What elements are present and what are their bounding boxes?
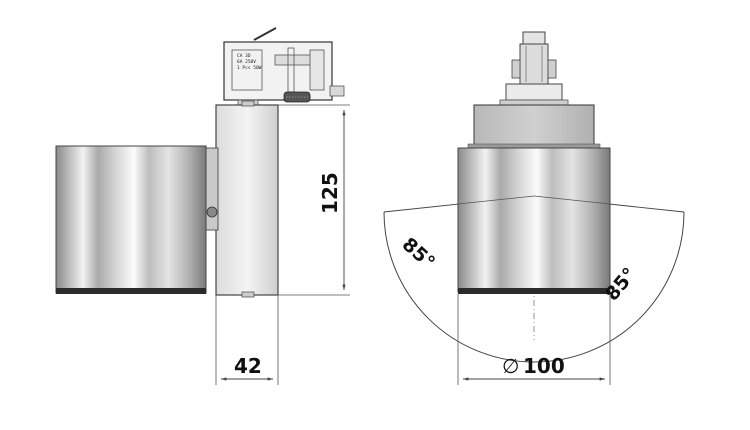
front-adapter-top bbox=[522, 31, 546, 45]
lamp-body-side bbox=[55, 145, 207, 294]
front-adapter-side-right bbox=[547, 59, 557, 79]
front-adapter-side-left bbox=[511, 59, 521, 79]
width-dimension-label: 42 bbox=[234, 354, 262, 378]
adapter-clip bbox=[309, 49, 325, 91]
adapter-contact bbox=[274, 54, 312, 66]
lamp-bottom-ring-side bbox=[56, 288, 206, 294]
front-housing bbox=[473, 104, 595, 148]
front-adapter-flange bbox=[499, 99, 569, 106]
adapter-end-tab bbox=[329, 85, 345, 97]
adapter-lever bbox=[253, 27, 277, 41]
front-adapter bbox=[499, 31, 569, 106]
diameter-symbol: ∅ bbox=[502, 354, 519, 378]
track-adapter: CA 3D 6A 250V 1 Pcs 50W bbox=[223, 27, 345, 106]
lamp-bottom-ring-front bbox=[458, 288, 610, 294]
adapter-label-panel bbox=[231, 49, 263, 91]
tilt-screw bbox=[206, 206, 218, 218]
plate-bottom-tab bbox=[241, 291, 255, 298]
beam-angle-left-label: 85° bbox=[398, 233, 439, 273]
mounting-bracket bbox=[205, 147, 219, 231]
height-dimension-label: 125 bbox=[318, 172, 342, 214]
plate-top-tab bbox=[241, 100, 255, 107]
adapter-knob bbox=[283, 91, 311, 103]
beam-angle-arc bbox=[383, 211, 685, 363]
mounting-plate bbox=[215, 104, 279, 296]
front-adapter-body bbox=[519, 43, 549, 85]
beam-line-right-overlay bbox=[533, 195, 611, 205]
lamp-body-front bbox=[457, 147, 611, 293]
beam-line-left-overlay bbox=[457, 195, 535, 205]
front-view: 85° 85° ∅ 100 bbox=[383, 31, 685, 385]
diameter-dimension-label: 100 bbox=[523, 354, 565, 378]
side-view: CA 3D 6A 250V 1 Pcs 50W 125 42 bbox=[55, 27, 350, 385]
adapter-label-line-2: 6A 250V bbox=[237, 59, 256, 65]
front-adapter-base bbox=[505, 83, 563, 101]
adapter-label-line-1: CA 3D bbox=[237, 53, 251, 59]
adapter-label-line-3: 1 Pcs 50W bbox=[237, 65, 262, 71]
